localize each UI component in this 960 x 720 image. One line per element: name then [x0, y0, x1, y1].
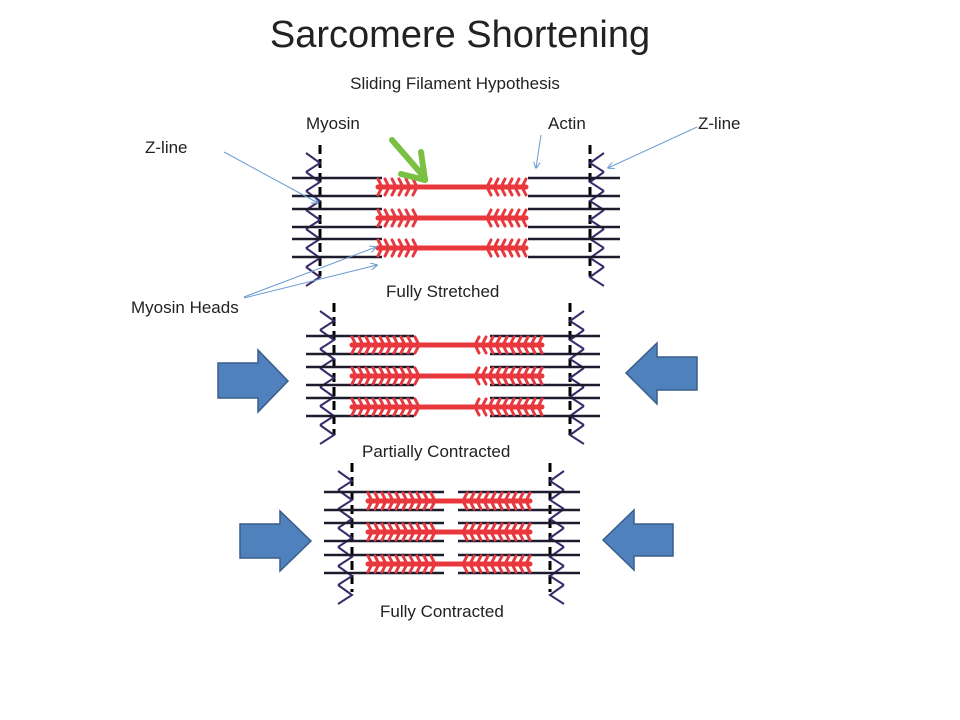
myosin-heads-label: Myosin Heads: [131, 298, 239, 317]
page-subtitle: Sliding Filament Hypothesis: [350, 74, 560, 93]
z-line-zigzag: [548, 470, 565, 605]
compress-arrow-right-1: [217, 348, 290, 414]
actin-label: Actin: [548, 114, 586, 133]
compress-arrow-left-2: [601, 508, 674, 572]
z-line-zigzag: [337, 470, 354, 605]
z-line-zigzag: [305, 152, 322, 287]
myosin-heads: [376, 208, 528, 228]
z-line-left-pointer: [223, 151, 318, 203]
myosin-heads: [376, 238, 528, 258]
z-line-right-pointer: [608, 126, 698, 168]
myosin-heads-pointer-upper: [243, 247, 376, 298]
actin-pointer: [536, 134, 542, 168]
stage-label-fully-stretched: Fully Stretched: [386, 282, 500, 301]
myosin-heads: [350, 335, 544, 355]
myosin-heads: [350, 366, 544, 386]
myosin-heads: [366, 554, 532, 574]
compress-arrow-left-1: [624, 341, 698, 406]
stage-label-fully-contracted: Fully Contracted: [380, 602, 504, 621]
sarcomere-partially-contracted: [306, 303, 600, 445]
myosin-heads: [366, 522, 532, 542]
z-line-right-label: Z-line: [698, 114, 741, 133]
sarcomere-fully-stretched: [292, 145, 620, 287]
z-line-zigzag: [568, 310, 585, 445]
myosin-heads: [366, 491, 532, 511]
stage-label-partially-contracted: Partially Contracted: [362, 442, 511, 461]
myosin-heads: [376, 177, 528, 197]
compress-arrow-right-2: [239, 509, 313, 573]
myosin-label: Myosin: [306, 114, 360, 133]
myosin-highlight-arrow: [389, 137, 428, 183]
myosin-heads: [350, 397, 544, 417]
myosin-heads-pointer-lower: [243, 265, 377, 299]
z-line-zigzag: [588, 152, 605, 287]
sarcomere-fully-contracted: [324, 463, 580, 605]
z-line-zigzag: [319, 310, 336, 445]
z-line-left-label: Z-line: [145, 138, 188, 157]
page-title: Sarcomere Shortening: [269, 14, 651, 56]
